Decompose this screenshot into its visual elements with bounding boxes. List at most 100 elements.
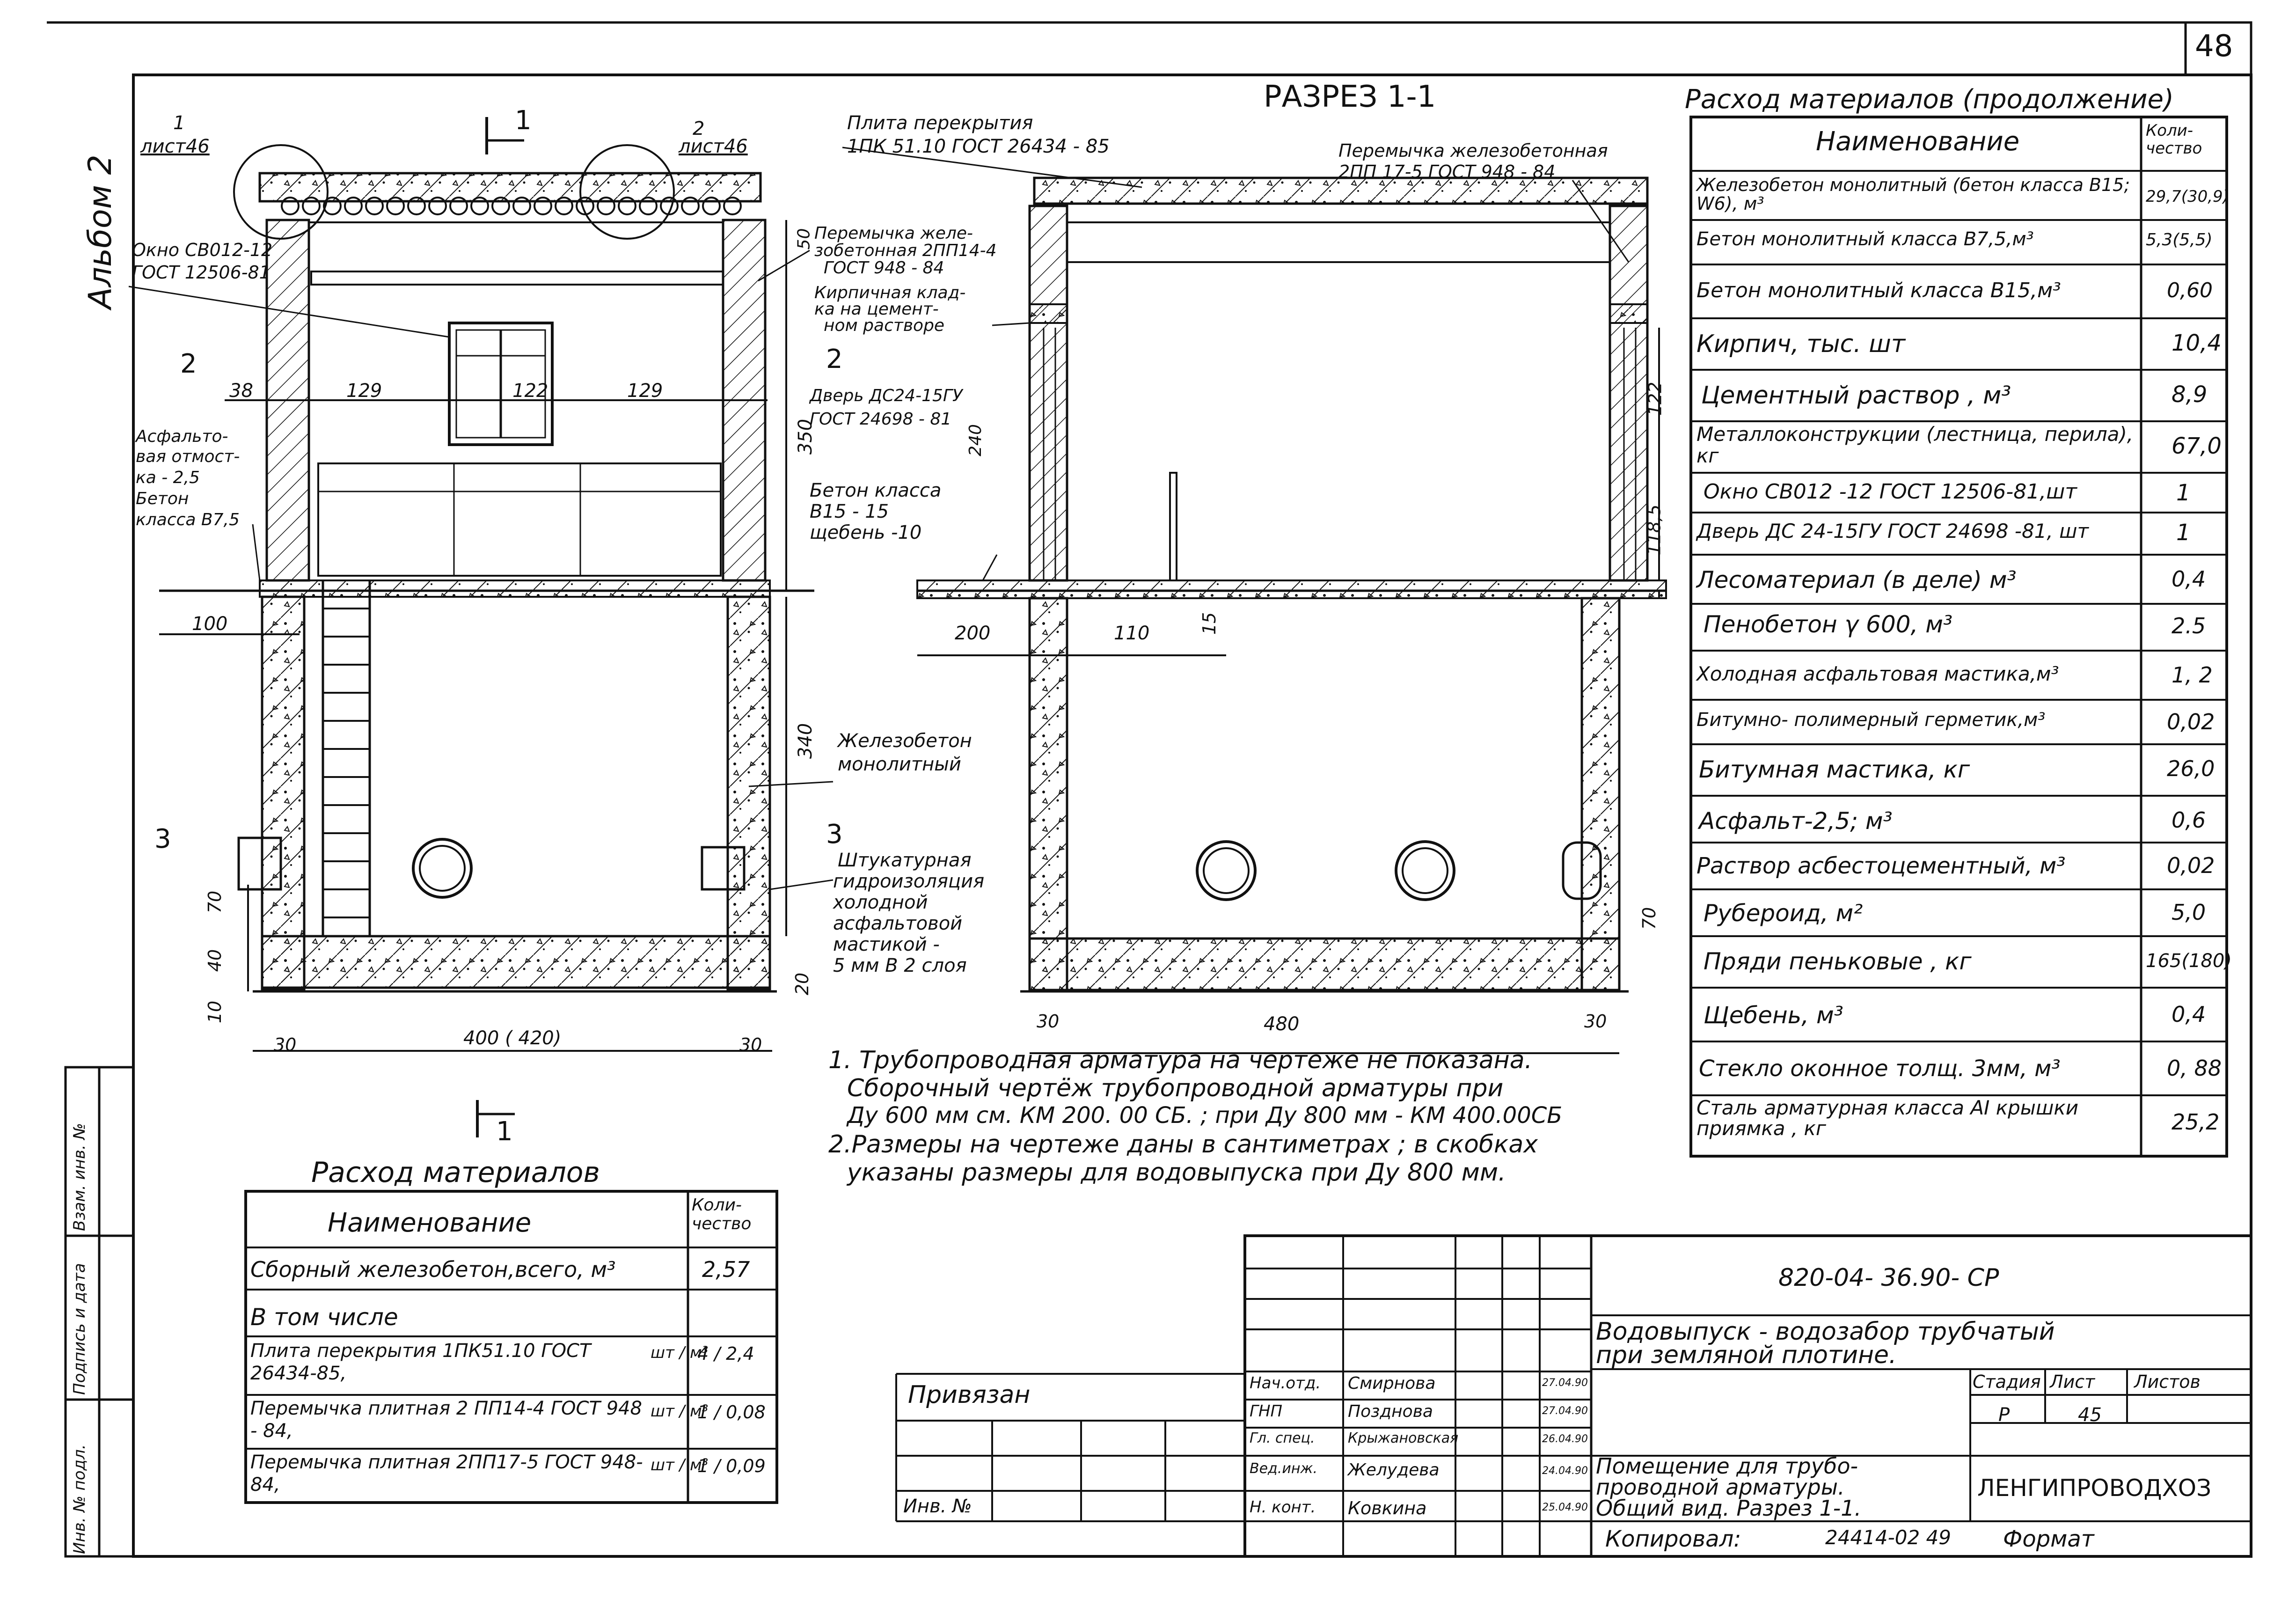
sig-role: Нач.отд. xyxy=(1250,1374,1321,1393)
dim-70-right: 70 xyxy=(1639,907,1660,930)
dim-30c: 30 xyxy=(1037,1011,1060,1032)
lintel-left-1: Перемычка желе- xyxy=(814,224,973,243)
rt-row-name: Асфальт-2,5; м³ xyxy=(1699,807,1893,835)
cut-bottom-label: 1 xyxy=(496,1116,513,1147)
lt-row-unit: шт / м³ xyxy=(651,1456,709,1474)
privyazan-label: Привязан xyxy=(908,1381,1031,1409)
rt-row-qty: 0,6 xyxy=(2172,807,2206,833)
right-table-header-name: Наименование xyxy=(1816,126,2020,157)
dim-38: 38 xyxy=(229,380,253,402)
dim-20: 20 xyxy=(792,972,813,996)
rt-row-qty: 67,0 xyxy=(2172,433,2222,459)
brick-1: Кирпичная клад- xyxy=(814,283,966,302)
dim-30b: 30 xyxy=(739,1034,762,1055)
asphalt-3: ка - 2,5 xyxy=(136,468,200,487)
sig-date: 27.04.90 xyxy=(1542,1405,1588,1417)
note-line-5: указаны размеры для водовыпуска при Ду 8… xyxy=(847,1159,1506,1187)
concrete-1: Бетон класса xyxy=(810,480,942,501)
inv-label: Инв. № xyxy=(903,1496,972,1517)
rt-row-qty: 165(180) xyxy=(2146,950,2232,972)
slab-1: Плита перекрытия xyxy=(847,112,1033,134)
sheet-title-3: Общий вид. Разрез 1-1. xyxy=(1596,1496,1862,1521)
sheet-ref-left-num: 1 xyxy=(173,112,185,134)
mark-2-right: 2 xyxy=(826,344,843,374)
slab-2: 1ПК 51.10 ГОСТ 26434 - 85 xyxy=(847,136,1110,157)
sig-name: Желудева xyxy=(1348,1460,1440,1480)
dim-15: 15 xyxy=(1199,612,1220,635)
rt-row-name: Холодная асфальтовая мастика,м³ xyxy=(1696,662,2059,685)
rt-row-qty: 10,4 xyxy=(2172,330,2222,356)
cut-top-label: 1 xyxy=(515,105,532,136)
lintel-left-2: зобетонная 2ПП14-4 xyxy=(814,241,997,260)
sig-date: 27.04.90 xyxy=(1542,1377,1588,1389)
lt-row-qty: 1 / 0,09 xyxy=(697,1456,766,1476)
side-stamp-sign: Подпись и дата xyxy=(70,1263,89,1395)
doc-code: 820-04- 36.90- СР xyxy=(1778,1264,1999,1292)
dim-350: 350 xyxy=(795,418,817,455)
rt-row-name: Стекло оконное толщ. 3мм, м³ xyxy=(1699,1056,2061,1082)
dim-129a: 129 xyxy=(346,380,382,402)
plaster-3: холодной xyxy=(833,892,928,913)
rt-row-name: Дверь ДС 24-15ГУ ГОСТ 24698 -81, шт xyxy=(1696,520,2089,543)
rt-row-name: Бетон монолитный класса В15,м³ xyxy=(1696,279,2061,302)
left-table-header-name: Наименование xyxy=(328,1208,532,1238)
sig-name: Ковкина xyxy=(1348,1498,1427,1518)
rt-row-qty: 5,3(5,5) xyxy=(2146,230,2213,249)
sheet-title-1: Помещение для трубо- xyxy=(1596,1453,1858,1479)
rc-2: монолитный xyxy=(838,754,961,775)
sheet-ref-left-text: лист46 xyxy=(140,136,210,157)
concrete-3: щебень -10 xyxy=(810,522,922,543)
dim-480: 480 xyxy=(1264,1013,1300,1035)
rt-row-qty: 5,0 xyxy=(2172,900,2206,925)
rt-row-name: Кирпич, тыс. шт xyxy=(1696,330,1906,358)
page-number: 48 xyxy=(2195,29,2233,64)
rt-row-qty: 29,7(30,9) xyxy=(2146,187,2229,206)
lt-row-unit: шт / м³ xyxy=(651,1402,709,1421)
sheets-header: Листов xyxy=(2134,1371,2201,1392)
rt-row-qty: 0,4 xyxy=(2172,566,2206,592)
sheet-value: 45 xyxy=(2078,1404,2102,1426)
dim-110: 110 xyxy=(1114,623,1150,644)
lt-row-qty: 1 / 0,08 xyxy=(697,1402,766,1423)
sheet-ref-right-text: лист46 xyxy=(679,136,748,157)
window-label-1: Окно СВ012-12 xyxy=(132,240,273,260)
asphalt-4: Бетон xyxy=(136,489,189,508)
dim-122: 122 xyxy=(512,380,548,402)
lt-row-name: Плита перекрытия 1ПК51.10 ГОСТ 26434-85, xyxy=(250,1340,591,1384)
rt-row-qty: 2.5 xyxy=(2172,613,2206,638)
rt-row-name: Сталь арматурная класса АI крышки приямк… xyxy=(1696,1096,2079,1140)
album-label: Альбом 2 xyxy=(82,154,119,309)
rt-row-name: Металлоконструкции (лестница, перила), к… xyxy=(1696,423,2134,467)
plaster-2: гидроизоляция xyxy=(833,871,985,892)
brick-2: ка на цемент- xyxy=(814,300,939,319)
lt-row-name: Сборный железобетон,всего, м³ xyxy=(250,1257,616,1282)
rt-row-qty: 1, 2 xyxy=(2172,662,2213,688)
sig-name: Крыжановская xyxy=(1348,1430,1459,1446)
left-table-title: Расход материалов xyxy=(311,1156,600,1189)
rt-row-name: Окно СВ012 -12 ГОСТ 12506-81,шт xyxy=(1704,480,2077,504)
copied-signature: 24414-02 49 xyxy=(1825,1526,1952,1549)
lt-row-name: В том числе xyxy=(250,1304,398,1331)
dim-118-5: 118,5 xyxy=(1644,504,1665,556)
rt-row-qty: 8,9 xyxy=(2172,381,2208,408)
left-table-header-qty: Коли-чество xyxy=(692,1195,752,1233)
lintel-right-1: Перемычка железобетонная xyxy=(1338,140,1608,161)
plaster-4: асфальтовой xyxy=(833,913,963,934)
window-label-2: ГОСТ 12506-81 xyxy=(132,262,271,283)
rt-row-name: Лесоматериал (в деле) м³ xyxy=(1696,566,2017,594)
lt-row-qty: 4 / 2,4 xyxy=(697,1343,754,1364)
rt-row-name: Пенобетон γ 600, м³ xyxy=(1704,611,1953,638)
stage-header: Стадия xyxy=(1973,1371,2041,1392)
dim-122-right: 122 xyxy=(1645,381,1666,416)
dim-400: 400 ( 420) xyxy=(463,1027,562,1049)
dim-200: 200 xyxy=(955,623,991,644)
org-name: ЛЕНГИПРОВОДХОЗ xyxy=(1977,1474,2212,1502)
dim-70: 70 xyxy=(205,890,226,914)
sheet-title-2: проводной арматуры. xyxy=(1596,1474,1845,1500)
rt-row-qty: 0,60 xyxy=(2167,279,2213,302)
sig-name: Позднова xyxy=(1348,1402,1433,1421)
dim-50: 50 xyxy=(794,228,814,250)
asphalt-2: вая отмост- xyxy=(136,447,240,466)
right-table-title: Расход материалов (продолжение) xyxy=(1685,84,2174,115)
